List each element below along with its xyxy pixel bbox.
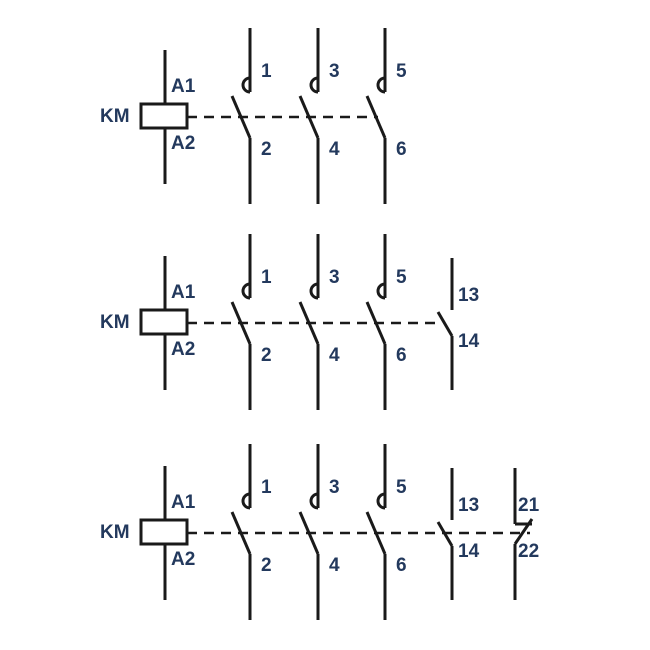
arc-chute-symbol (376, 76, 386, 94)
terminal-bottom-label: 14 (458, 331, 480, 352)
terminal-top-label: 5 (396, 477, 407, 498)
coil-name-label: KM (100, 106, 130, 127)
arc-chute-symbol (309, 282, 319, 300)
moving-contact (436, 521, 454, 547)
main-contact-1: 12 (230, 234, 272, 410)
coil-terminal-a1: A1 (171, 76, 196, 97)
arc-chute-symbol (309, 492, 319, 510)
moving-contact (513, 518, 534, 545)
coil-terminal-a2: A2 (171, 339, 195, 360)
coil-box (139, 308, 189, 336)
moving-contact (365, 95, 387, 139)
coil-box (139, 518, 189, 546)
coil-terminal-a1: A1 (171, 282, 196, 303)
main-contact-1: 12 (230, 28, 272, 204)
coil-terminal-a2: A2 (171, 133, 195, 154)
terminal-top-label: 3 (329, 61, 340, 82)
main-contact-2: 34 (298, 444, 340, 620)
terminal-bottom-label: 2 (261, 345, 272, 366)
moving-contact (230, 95, 252, 139)
coil-name-label: KM (100, 312, 130, 333)
coil-terminal-a1: A1 (171, 492, 196, 513)
moving-contact (365, 511, 387, 555)
arc-chute-symbol (376, 282, 386, 300)
terminal-bottom-label: 2 (261, 139, 272, 160)
main-contact-2: 34 (298, 28, 340, 204)
terminal-bottom-label: 6 (396, 555, 407, 576)
terminal-top-label: 5 (396, 61, 407, 82)
terminal-top-label: 13 (458, 495, 479, 516)
arc-chute-symbol (309, 76, 319, 94)
arc-chute-symbol (376, 492, 386, 510)
terminal-top-label: 3 (329, 267, 340, 288)
terminal-top-label: 3 (329, 477, 340, 498)
terminal-bottom-label: 6 (396, 345, 407, 366)
terminal-top-label: 21 (518, 495, 540, 516)
arc-chute-symbol (241, 492, 251, 510)
aux-no-contact: 13 14 (436, 258, 480, 390)
moving-contact (230, 301, 252, 345)
terminal-top-label: 1 (261, 267, 272, 288)
arc-chute-symbol (241, 76, 251, 94)
terminal-top-label: 1 (261, 477, 272, 498)
moving-contact (298, 301, 320, 345)
main-contact-3: 56 (365, 234, 407, 410)
coil-name-label: KM (100, 522, 130, 543)
terminal-bottom-label: 4 (329, 555, 340, 576)
terminal-top-label: 13 (458, 285, 479, 306)
terminal-bottom-label: 22 (518, 541, 539, 562)
moving-contact (436, 311, 454, 337)
coil-terminal-a2: A2 (171, 549, 195, 570)
aux-no-contact: 13 14 (436, 468, 480, 600)
main-contact-1: 12 (230, 444, 272, 620)
terminal-bottom-label: 4 (329, 139, 340, 160)
main-contact-3: 56 (365, 444, 407, 620)
main-contact-2: 34 (298, 234, 340, 410)
terminal-bottom-label: 14 (458, 541, 480, 562)
moving-contact (298, 95, 320, 139)
aux-nc-contact: 21 22 (513, 468, 540, 600)
terminal-bottom-label: 6 (396, 139, 407, 160)
coil-box (139, 102, 189, 130)
moving-contact (298, 511, 320, 555)
terminal-bottom-label: 4 (329, 345, 340, 366)
main-contact-3: 56 (365, 28, 407, 204)
terminal-top-label: 5 (396, 267, 407, 288)
moving-contact (230, 511, 252, 555)
moving-contact (365, 301, 387, 345)
arc-chute-symbol (241, 282, 251, 300)
terminal-top-label: 1 (261, 61, 272, 82)
terminal-bottom-label: 2 (261, 555, 272, 576)
